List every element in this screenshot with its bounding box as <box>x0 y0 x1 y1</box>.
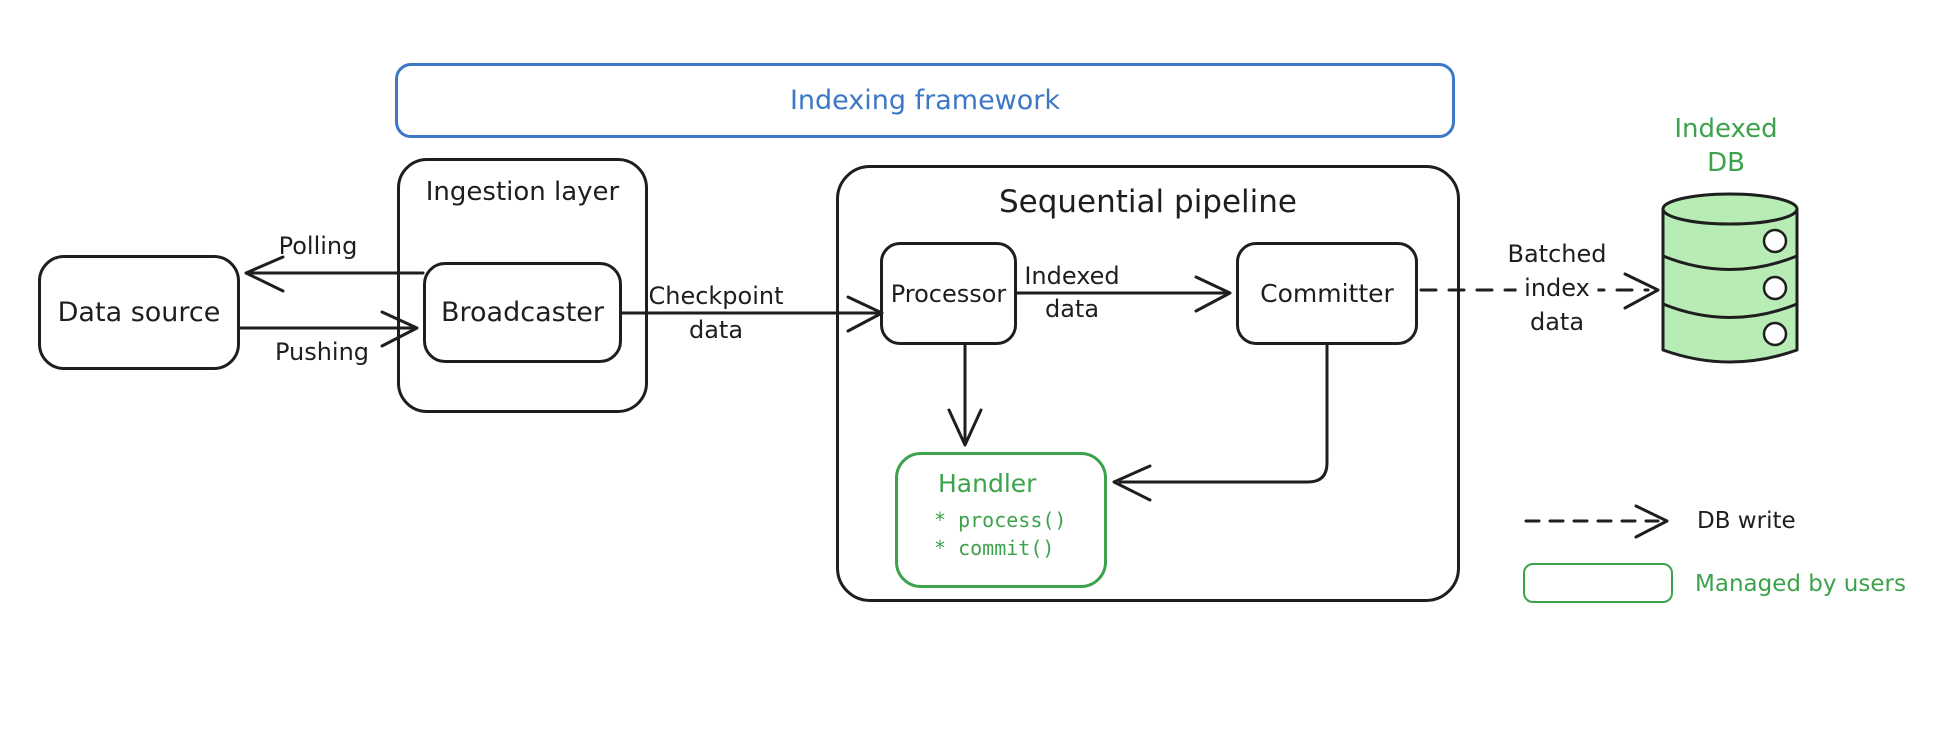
indexed-db-label-line1: Indexed <box>1674 114 1778 144</box>
batched-label-line1: Batched <box>1507 240 1607 268</box>
handler-node: Handler * process() * commit() <box>895 452 1107 588</box>
processor-to-handler-arrow <box>947 343 983 447</box>
broadcaster-node: Broadcaster <box>423 262 622 363</box>
batched-label-line3: data <box>1529 308 1585 336</box>
indexed-db-cylinder-icon <box>1661 192 1799 364</box>
indexed-data-arrow <box>1015 275 1232 313</box>
data-source-node: Data source <box>38 255 240 370</box>
batched-index-data-edge-label: Batched index data <box>1508 237 1607 339</box>
polling-edge-label: Polling <box>278 232 358 260</box>
indexed-label-line2: data <box>1044 295 1100 323</box>
committer-to-handler-arrow <box>1112 343 1329 502</box>
indexed-data-edge-label: Indexed data <box>1024 260 1119 326</box>
checkpoint-data-arrow <box>620 295 884 333</box>
handler-label: Handler <box>938 469 1037 498</box>
indexing-framework-frame: Indexing framework <box>395 63 1455 138</box>
indexed-db-label: Indexed DB <box>1674 112 1777 180</box>
batched-label-line2: index <box>1508 271 1607 305</box>
handler-method-commit: * commit() <box>934 536 1055 560</box>
indexed-label-line1: Indexed <box>1024 262 1120 290</box>
checkpoint-label-line2: data <box>688 316 744 344</box>
broadcaster-label: Broadcaster <box>441 297 604 328</box>
indexing-framework-title: Indexing framework <box>789 85 1061 116</box>
legend-managed-box <box>1523 563 1673 603</box>
legend-managed-label: Managed by users <box>1695 571 1906 597</box>
polling-arrow <box>244 255 425 293</box>
handler-method-process: * process() <box>934 508 1067 532</box>
legend-db-write-label: DB write <box>1697 508 1796 534</box>
sequential-pipeline-container: Sequential pipeline <box>836 165 1460 602</box>
sequential-pipeline-label: Sequential pipeline <box>998 184 1297 220</box>
indexed-db-label-line2: DB <box>1707 148 1745 178</box>
checkpoint-data-edge-label: Checkpoint data <box>648 279 783 347</box>
committer-label: Committer <box>1260 279 1394 308</box>
handler-methods: * process() * commit() <box>934 506 1104 562</box>
ingestion-layer-label: Ingestion layer <box>425 177 620 207</box>
processor-node: Processor <box>880 242 1017 345</box>
pushing-edge-label: Pushing <box>274 338 370 366</box>
data-source-label: Data source <box>57 297 221 328</box>
pushing-arrow <box>238 310 419 348</box>
processor-label: Processor <box>890 279 1007 308</box>
ingestion-layer-container: Ingestion layer <box>397 158 648 413</box>
checkpoint-label-line1: Checkpoint <box>648 282 784 310</box>
legend-db-write-arrow <box>1524 504 1669 539</box>
